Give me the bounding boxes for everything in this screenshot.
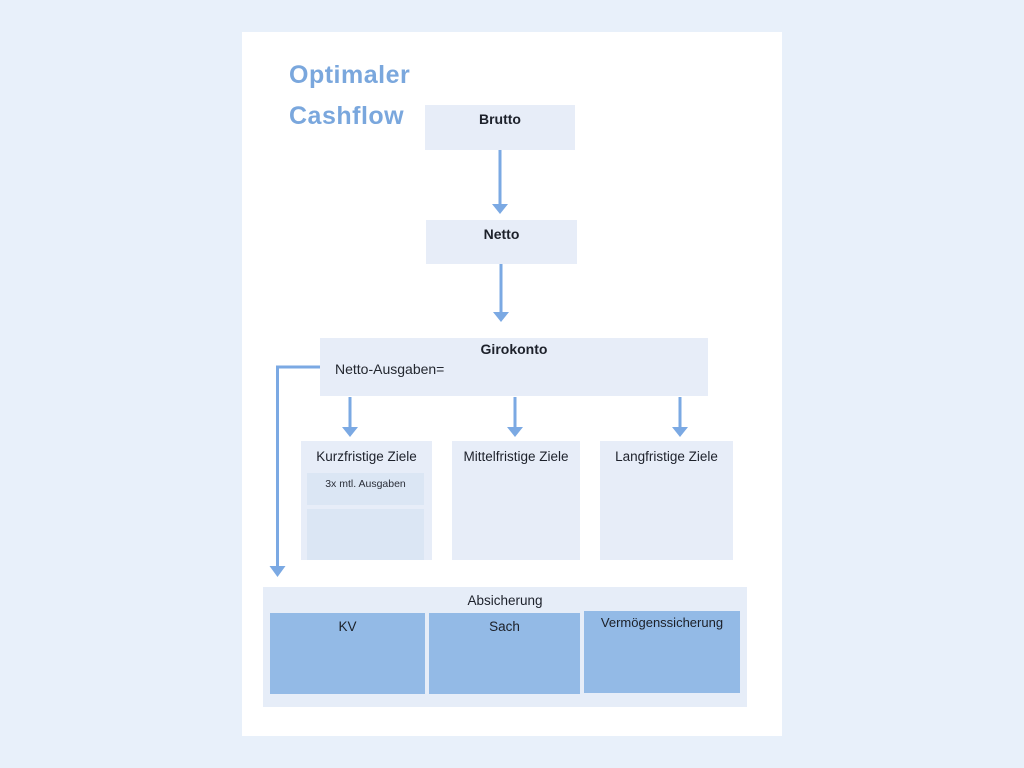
node-sach-label: Sach: [489, 619, 520, 634]
page-title-line1: Optimaler: [289, 61, 411, 89]
section-absicherung: Absicherung KV Sach Vermögenssicherung: [263, 587, 747, 707]
node-netto: Netto: [426, 220, 577, 264]
page-title: Optimaler Cashflow: [289, 55, 410, 137]
node-kv: KV: [270, 613, 425, 694]
section-absicherung-label: Absicherung: [467, 593, 543, 608]
kurzfristige-sub-box-ausgaben-label: 3x mtl. Ausgaben: [325, 478, 406, 490]
node-langfristige-ziele-label: Langfristige Ziele: [615, 449, 718, 464]
node-brutto-label: Brutto: [479, 111, 521, 127]
node-sach: Sach: [429, 613, 580, 694]
kurzfristige-sub-box-empty: [307, 509, 424, 560]
node-mittelfristige-ziele: Mittelfristige Ziele: [452, 441, 580, 560]
node-netto-label: Netto: [483, 226, 520, 242]
node-girokonto-label: Girokonto: [480, 341, 548, 357]
node-girokonto-note: Netto-Ausgaben=: [335, 361, 445, 377]
node-langfristige-ziele: Langfristige Ziele: [600, 441, 733, 560]
node-vermoegenssicherung: Vermögenssicherung: [584, 611, 740, 693]
node-girokonto: Girokonto Netto-Ausgaben=: [320, 338, 708, 396]
node-kurzfristige-ziele-label: Kurzfristige Ziele: [316, 449, 417, 464]
node-brutto: Brutto: [425, 105, 575, 150]
node-vermoegenssicherung-label: Vermögenssicherung: [600, 615, 724, 630]
page-title-line2: Cashflow: [289, 102, 405, 130]
node-mittelfristige-ziele-label: Mittelfristige Ziele: [463, 449, 569, 464]
node-kurzfristige-ziele: Kurzfristige Ziele 3x mtl. Ausgaben: [301, 441, 432, 560]
node-kv-label: KV: [338, 619, 357, 634]
kurzfristige-sub-box-ausgaben: 3x mtl. Ausgaben: [307, 473, 424, 505]
